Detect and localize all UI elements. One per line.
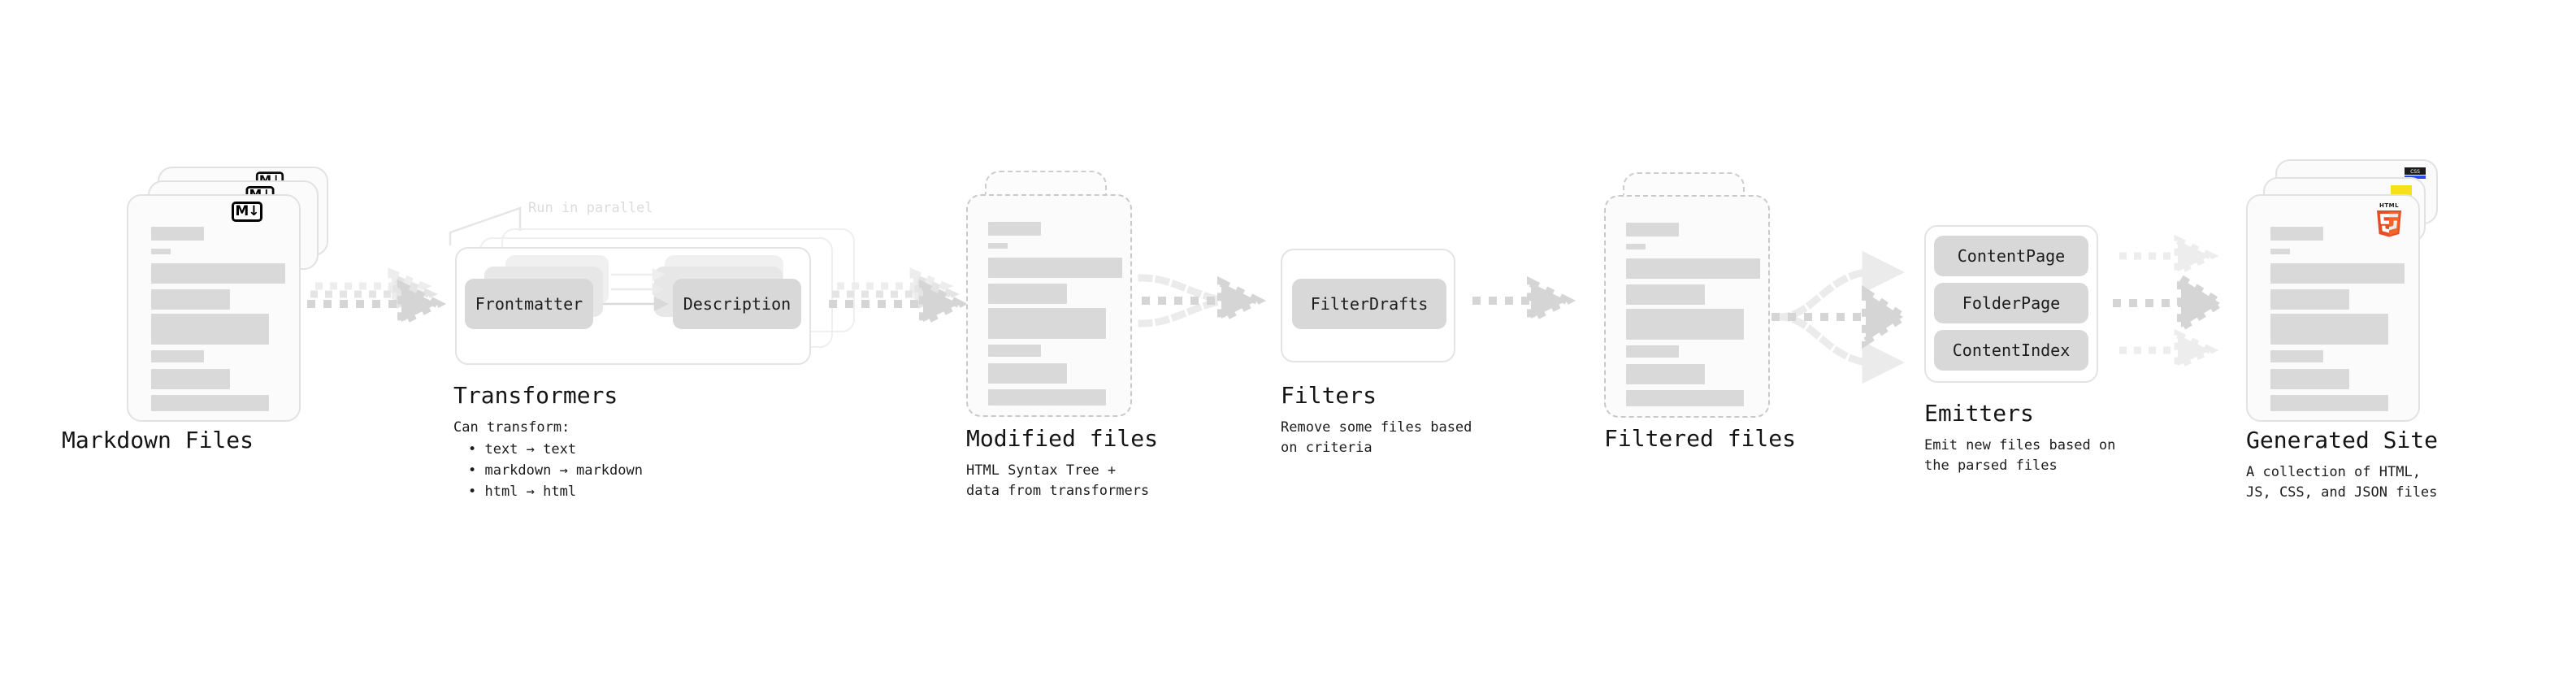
skeleton-bar — [1626, 345, 1679, 358]
skeleton-bar — [1626, 309, 1744, 340]
markdown-icon: M↓ — [232, 202, 262, 222]
skeleton-bar — [2270, 369, 2349, 389]
stage-title-transformers: Transformers — [453, 382, 618, 409]
html5-icon: HTML — [2377, 202, 2401, 237]
skeleton-bar — [151, 369, 230, 389]
svg-text:HTML: HTML — [2379, 202, 2399, 209]
modified-file-card — [966, 194, 1132, 417]
skeleton-bar — [988, 284, 1067, 304]
pill-label: ContentPage — [1957, 246, 2066, 266]
skeleton-bar — [2270, 227, 2323, 241]
skeleton-bar — [988, 345, 1041, 357]
skeleton-bar — [1626, 223, 1679, 236]
stage-subtitle-filters: Remove some files based on criteria — [1281, 419, 1472, 456]
stage-subtitle-modified-files: HTML Syntax Tree + data from transformer… — [966, 462, 1150, 499]
connector-filtered-to-emitters — [1772, 250, 1911, 384]
skeleton-bar — [151, 249, 171, 254]
stage-title-filters: Filters — [1281, 382, 1377, 409]
run-in-parallel-bracket — [449, 206, 522, 245]
filtered-file-card — [1604, 195, 1770, 418]
skeleton-bar — [2270, 395, 2388, 411]
skeleton-bar — [2270, 350, 2323, 362]
skeleton-bar — [151, 227, 204, 241]
emitter-pill-contentindex[interactable]: ContentIndex — [1934, 330, 2088, 371]
stage-title-generated-site: Generated Site — [2246, 427, 2439, 453]
stage-subtitle-emitters: Emit new files based on the parsed files — [1924, 437, 2116, 474]
pill-label: ContentIndex — [1952, 340, 2071, 360]
skeleton-bar — [988, 363, 1067, 384]
skeleton-bar — [151, 395, 269, 411]
skeleton-bar — [988, 308, 1106, 339]
pill-label: FolderPage — [1962, 293, 2061, 313]
connector-modified-to-filters — [1138, 274, 1267, 327]
emitter-pill-folderpage[interactable]: FolderPage — [1934, 283, 2088, 323]
stage-title-markdown-files: Markdown Files — [62, 427, 254, 453]
emitter-pill-contentpage[interactable]: ContentPage — [1934, 236, 2088, 276]
svg-text:CSS: CSS — [2410, 169, 2420, 175]
skeleton-bar — [1626, 244, 1646, 249]
skeleton-bar — [988, 389, 1106, 406]
stage-title-filtered-files: Filtered files — [1604, 425, 1797, 452]
skeleton-bar — [988, 222, 1041, 236]
connector-markdown-to-transformers — [307, 267, 447, 329]
connector-transformers-to-modified — [829, 267, 969, 329]
markdown-file-card — [127, 194, 301, 422]
skeleton-bar — [1626, 258, 1760, 279]
skeleton-bar — [2270, 314, 2388, 345]
skeleton-bar — [2270, 263, 2405, 284]
transformer-inner-arrows — [603, 267, 669, 312]
stage-title-modified-files: Modified files — [966, 425, 1159, 452]
skeleton-bar — [2270, 289, 2349, 310]
skeleton-bar — [151, 289, 230, 310]
skeleton-bar — [988, 258, 1122, 278]
stage-title-emitters: Emitters — [1924, 400, 2034, 427]
skeleton-bar — [1626, 390, 1744, 406]
transformer-pill-frontmatter[interactable]: Frontmatter — [465, 279, 593, 329]
skeleton-bar — [151, 350, 204, 362]
transformers-bullet-1: • markdown → markdown — [468, 462, 643, 479]
transformer-pill-description[interactable]: Description — [673, 279, 801, 329]
skeleton-bar — [988, 243, 1008, 249]
transformers-bullet-2: • html → html — [468, 484, 577, 500]
pill-label: Description — [683, 294, 791, 314]
filter-pill-filterdrafts[interactable]: FilterDrafts — [1292, 279, 1446, 329]
skeleton-bar — [1626, 364, 1705, 384]
skeleton-bar — [151, 314, 269, 345]
stage-subtitle-transformers: Can transform: — [453, 419, 570, 436]
skeleton-bar — [2270, 249, 2290, 254]
run-in-parallel-label: Run in parallel — [528, 200, 653, 216]
pill-label: Frontmatter — [475, 294, 583, 314]
pill-label: FilterDrafts — [1310, 294, 1429, 314]
stage-subtitle-generated-site: A collection of HTML, JS, CSS, and JSON … — [2246, 464, 2438, 501]
skeleton-bar — [1626, 284, 1705, 305]
connector-filters-to-filtered — [1472, 275, 1576, 326]
transformers-bullet-0: • text → text — [468, 441, 577, 458]
connector-emitters-to-site — [2113, 234, 2228, 372]
skeleton-bar — [151, 263, 285, 284]
